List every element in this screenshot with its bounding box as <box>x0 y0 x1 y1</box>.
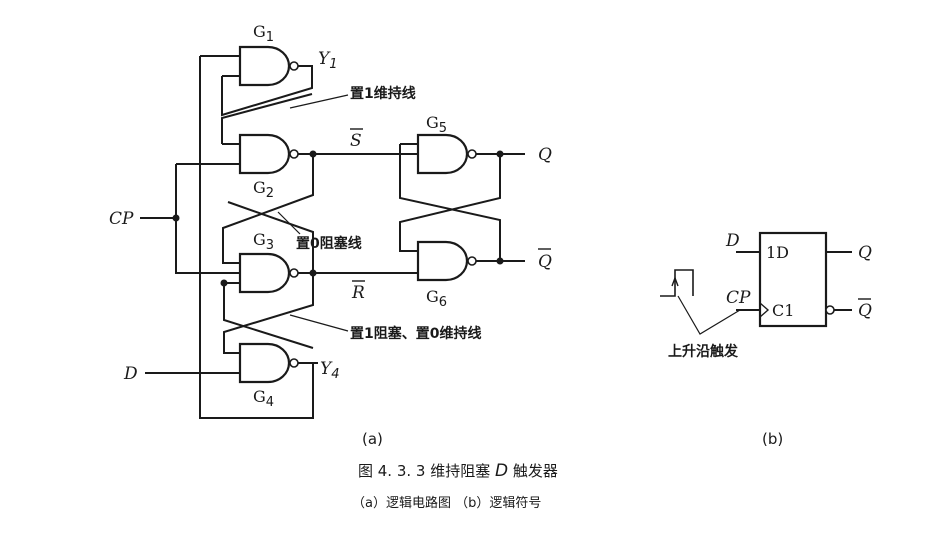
flip-flop-box <box>758 231 828 328</box>
nand-gate-g3 <box>238 252 291 294</box>
svg-text:R: R <box>351 283 365 303</box>
annotation-set0-block: 置0阻塞线 <box>296 235 362 252</box>
nand-gate-g4 <box>238 342 291 384</box>
annotation-set1-hold: 置1维持线 <box>350 85 416 102</box>
symbol-output-q-bar: Q <box>858 298 872 321</box>
junction-dot <box>309 269 317 277</box>
svg-text:S: S <box>350 131 362 151</box>
inverter-bubble-g3 <box>289 268 299 278</box>
nand-gate-g5 <box>416 133 469 175</box>
nand-gate-g1 <box>238 45 291 87</box>
inverter-bubble-g5 <box>467 149 477 159</box>
inverter-bubble-g6 <box>467 256 477 266</box>
svg-text:Q: Q <box>858 301 872 321</box>
signal-label-r-bar: R <box>351 280 365 303</box>
gate-label-g3: G3 <box>253 230 274 253</box>
junction-dot <box>496 257 504 265</box>
junction-dot <box>496 150 504 158</box>
q-bar-output-bubble <box>825 305 835 315</box>
figure-caption-subline: （a）逻辑电路图 （b）逻辑符号 <box>352 495 541 511</box>
output-label-q: Q <box>538 145 552 165</box>
sublabel-a: (a) <box>362 430 383 448</box>
sublabel-b: (b) <box>762 430 783 448</box>
rising-edge-pulse-icon <box>660 269 694 297</box>
symbol-output-q: Q <box>858 243 872 263</box>
inverter-bubble-g1 <box>289 61 299 71</box>
symbol-label-1d: 1D <box>766 243 789 262</box>
trigger-note: 上升沿触发 <box>668 343 739 360</box>
junction-dot <box>309 150 317 158</box>
gate-label-g2: G2 <box>253 178 274 201</box>
annotation-set1-block-set0-hold: 置1阻塞、置0维持线 <box>350 325 481 342</box>
figure-caption: 图 4. 3. 3 维持阻塞 D 触发器 <box>358 461 558 481</box>
junction-dot <box>172 214 180 222</box>
junction-dot <box>220 279 228 287</box>
clock-input-triangle <box>759 302 770 318</box>
signal-label-y4: Y4 <box>320 359 340 382</box>
inverter-bubble-g2 <box>289 149 299 159</box>
input-label-d: D <box>123 364 138 384</box>
svg-text:Q: Q <box>538 252 552 272</box>
input-label-cp: CP <box>109 209 134 229</box>
circuit-wires <box>140 55 525 419</box>
gate-label-g5: G5 <box>426 113 447 136</box>
nand-gate-g2 <box>238 133 291 175</box>
signal-label-s-bar: S <box>350 128 363 151</box>
signal-label-y1: Y1 <box>318 49 338 72</box>
symbol-label-c1: C1 <box>772 301 794 320</box>
gate-label-g6: G6 <box>426 287 447 310</box>
output-label-q-bar: Q <box>538 248 552 272</box>
symbol-input-cp: CP <box>726 288 751 308</box>
logic-circuit-diagram: G1 G2 G3 G4 G5 G6 Y1 Y4 S R Q Q CP D 置1维… <box>109 22 552 448</box>
logic-symbol: D CP 1D C1 Q Q 上升沿触发 (b) <box>660 231 872 448</box>
gate-label-g1: G1 <box>253 22 274 45</box>
nand-gate-g6 <box>416 240 469 282</box>
gate-label-g4: G4 <box>253 387 274 410</box>
symbol-input-d: D <box>725 231 740 251</box>
inverter-bubble-g4 <box>289 358 299 368</box>
